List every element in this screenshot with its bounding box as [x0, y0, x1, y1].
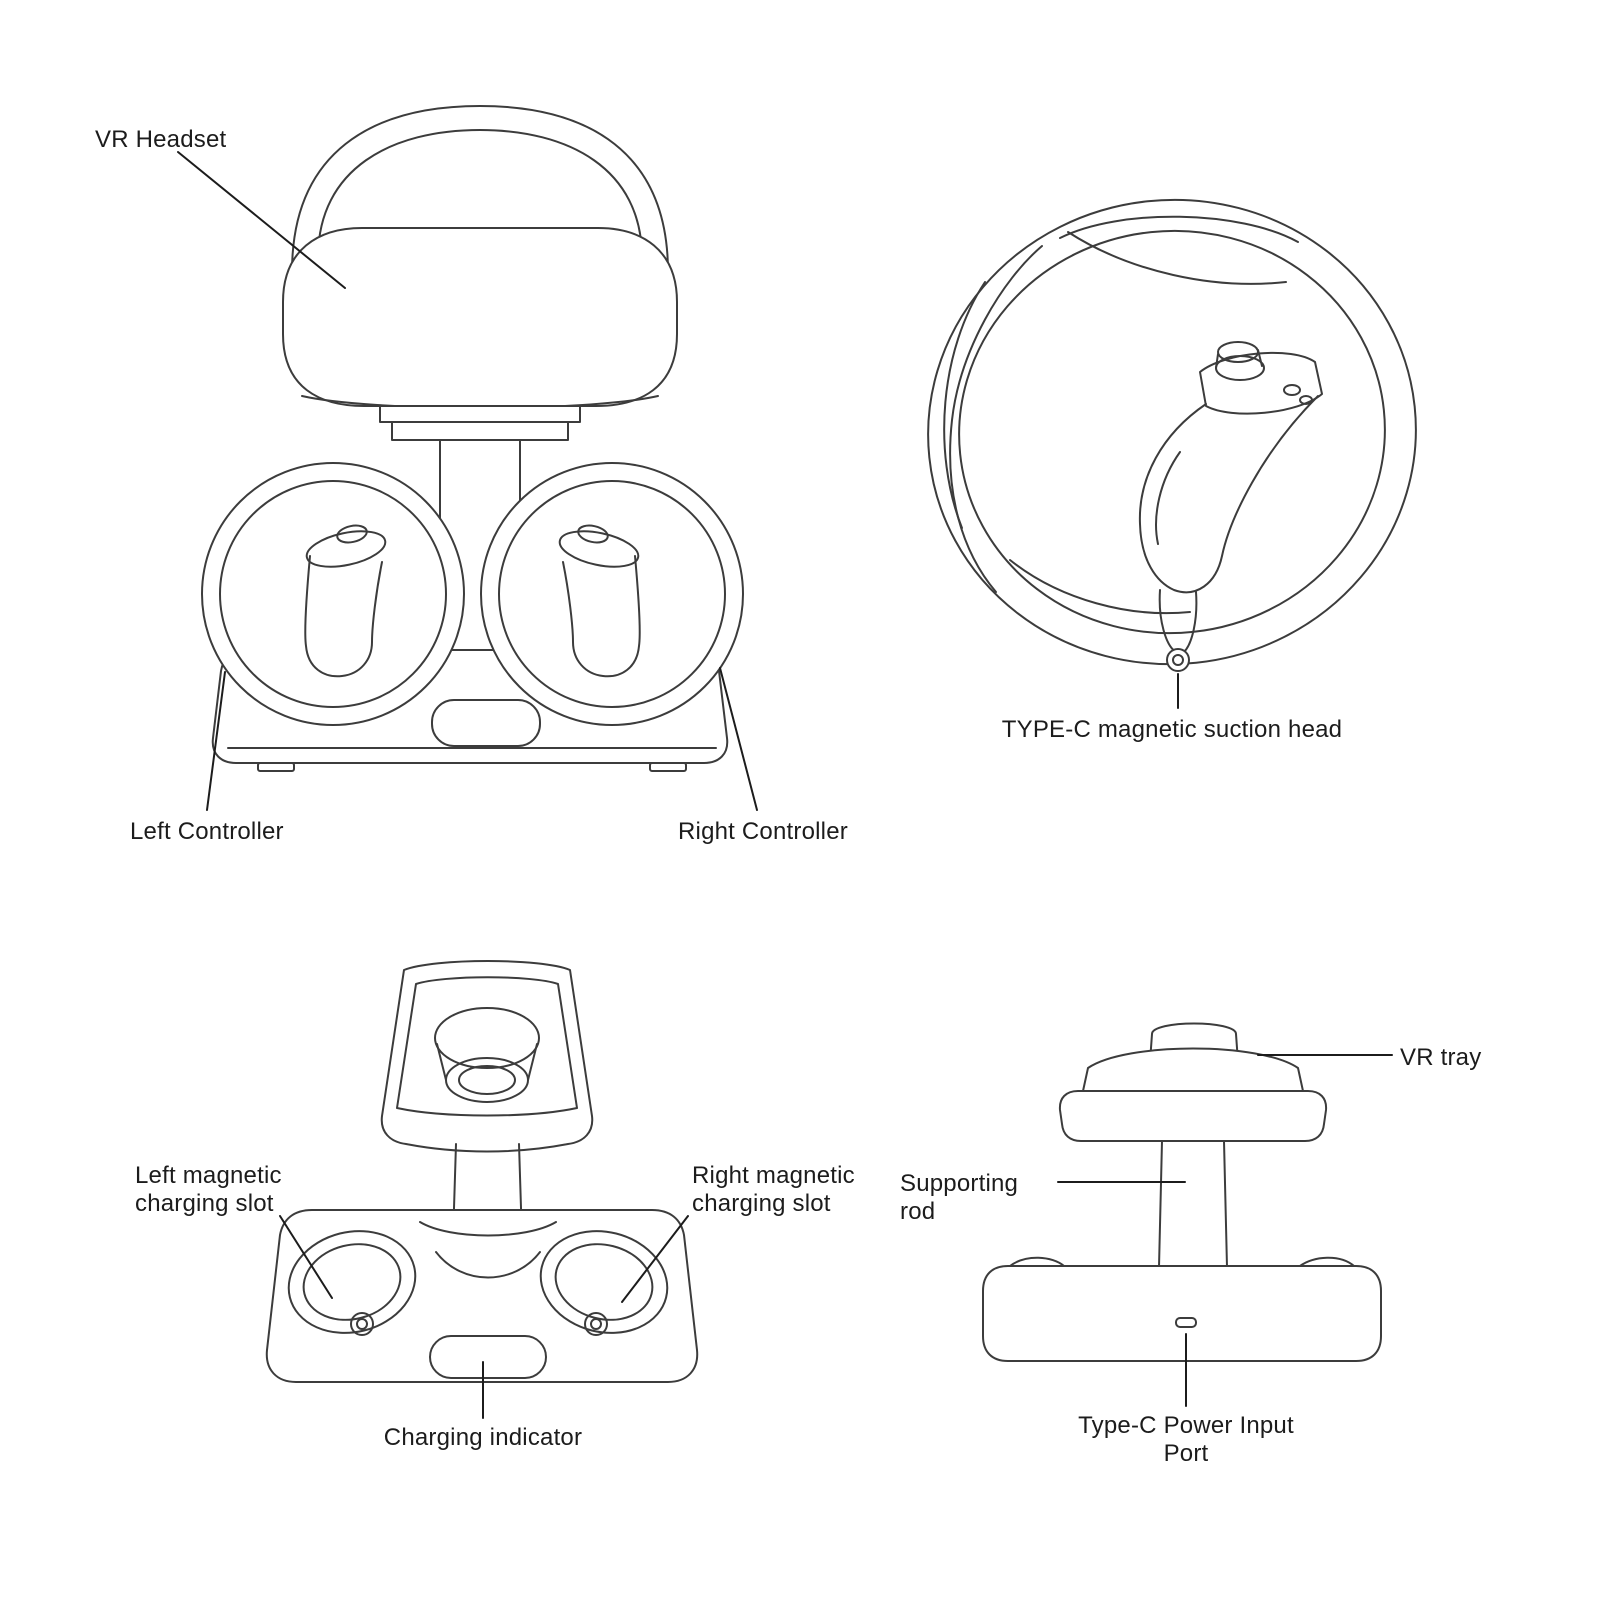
ring-shading-left: [943, 281, 986, 529]
right-slot-label: Right magnetic charging slot: [692, 1162, 855, 1218]
left-controller-label: Left Controller: [130, 818, 284, 845]
type-c-suction-head-pin: [1172, 654, 1184, 666]
headset-mount: [379, 405, 581, 441]
right-controller-label: Right Controller: [678, 818, 848, 845]
supporting-rod: [1158, 1140, 1228, 1268]
leader-line-left-slot: [279, 1215, 333, 1299]
leader-line-right-slot: [621, 1215, 689, 1303]
right-controller-thumbstick: [577, 524, 609, 544]
dock-side-figure: [982, 1022, 1393, 1407]
left-controller-thumbstick: [336, 524, 368, 544]
tray-cup-rim: [434, 1007, 540, 1069]
controller-ring-inner: [958, 229, 1386, 635]
controller-thumbstick-stem: [1215, 349, 1263, 369]
left-controller-faceplate: [305, 530, 387, 568]
dock-empty-base: [265, 1209, 699, 1383]
right-controller-grip: [562, 555, 641, 678]
charging-indicator-pill-front: [431, 699, 541, 747]
left-charging-slot-inner: [302, 1243, 402, 1321]
left-charging-slot-outer: [287, 1230, 417, 1334]
tray-plate-inner: [396, 976, 578, 1117]
headset-strap-inner: [317, 129, 643, 259]
tray-cup-bottom: [445, 1057, 529, 1103]
leader-line-left-controller: [206, 671, 226, 811]
right-controller-faceplate: [558, 530, 640, 568]
left-slot-contact: [350, 1312, 374, 1336]
leader-line-right-controller: [719, 667, 758, 811]
charging-indicator-label: Charging indicator: [383, 1424, 583, 1451]
type-c-power-label: Type-C Power Input Port: [1078, 1412, 1294, 1468]
controller-grip-inner-line: [1155, 451, 1181, 545]
left-slot-contact-pin: [356, 1318, 368, 1330]
type-c-suction-head: [1166, 648, 1190, 672]
left-controller-grip: [304, 555, 383, 678]
dock-empty-figure: [265, 960, 699, 1419]
tray-plate: [380, 960, 594, 1153]
side-base-hooks: [1009, 1256, 1355, 1267]
right-controller-ring-inner: [498, 480, 726, 708]
side-tray-knob: [1149, 1022, 1239, 1063]
vr-headset-label: VR Headset: [95, 126, 227, 153]
controller-thumbstick-cap: [1217, 341, 1259, 363]
supporting-rod-label: Supporting rod: [900, 1170, 1019, 1226]
side-tray-lip: [1058, 1090, 1328, 1142]
right-charging-slot-outer: [539, 1230, 669, 1334]
base-molding-center: [435, 1251, 541, 1279]
leader-line-vr-headset: [177, 151, 346, 289]
headset-visor: [282, 227, 678, 407]
dock-base-foot-left: [257, 762, 295, 772]
dock-front-figure: [177, 105, 758, 811]
left-slot-label: Left magnetic charging slot: [135, 1162, 282, 1218]
controller-button-a: [1283, 384, 1301, 396]
controller-ring-outer: [927, 198, 1417, 666]
side-base: [982, 1265, 1382, 1362]
vr-tray-label: VR tray: [1400, 1044, 1482, 1071]
type-c-power-port: [1175, 1317, 1197, 1328]
tray-cup-bottom-inner: [458, 1065, 516, 1095]
controller-button-b: [1299, 395, 1313, 405]
type-c-suction-label: TYPE-C magnetic suction head: [1001, 716, 1343, 743]
controller-strap-fold-left: [949, 245, 1043, 593]
connector-stem: [1158, 589, 1198, 653]
right-slot-contact-pin: [590, 1318, 602, 1330]
controller-figure: [927, 198, 1417, 709]
dock-base-foot-right: [649, 762, 687, 772]
controller-strap-fold-top: [1067, 231, 1287, 285]
controller-grip-body: [1138, 395, 1319, 594]
base-molding-top: [419, 1221, 557, 1237]
tray-cup-walls: [436, 1043, 538, 1081]
charging-indicator-pill: [429, 1335, 547, 1379]
right-charging-slot-inner: [554, 1243, 654, 1321]
left-controller-ring-inner: [219, 480, 447, 708]
ring-shading-top: [1059, 215, 1299, 243]
right-slot-contact: [584, 1312, 608, 1336]
controller-strap-fold-bottom: [1009, 559, 1191, 615]
